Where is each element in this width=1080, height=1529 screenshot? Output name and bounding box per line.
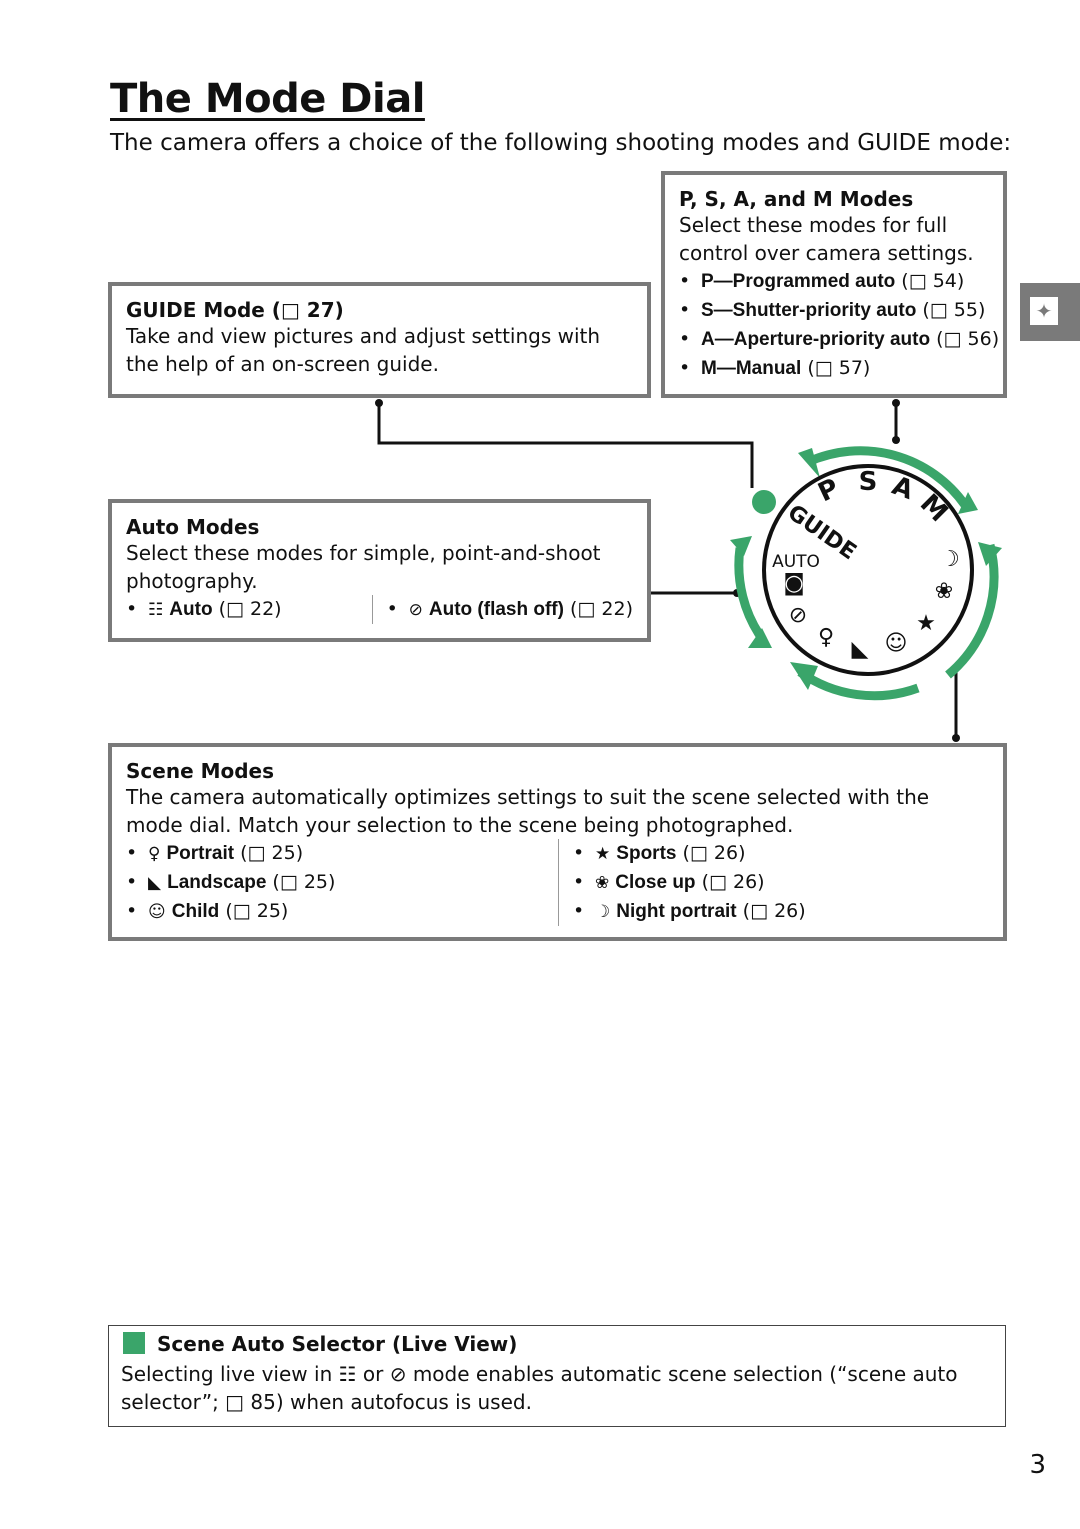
night-portrait-dial-icon: ☽ xyxy=(940,547,960,572)
section-tab: ✦ xyxy=(1020,283,1080,341)
scene-auto-note: Scene Auto Selector (Live View) Selectin… xyxy=(108,1325,1006,1427)
scene-heading: Scene Modes xyxy=(126,759,275,783)
portrait-dial-icon: ♀ xyxy=(818,625,834,650)
scene-modes-box: Scene Modes The camera automatically opt… xyxy=(108,743,1007,941)
scene-list-left: ♀ Portrait (□ 25) ◣ Landscape (□ 25) ☺ C… xyxy=(126,839,559,926)
flash-off-dial-icon: ⊘ xyxy=(789,603,807,628)
page-title: The Mode Dial xyxy=(110,76,425,122)
child-icon: ☺ xyxy=(148,902,166,922)
scene-arrow-bottom xyxy=(797,668,920,701)
list-item: M—Manual (□ 57) xyxy=(679,354,989,383)
guide-dot xyxy=(752,490,776,514)
psam-heading: P, S, A, and M Modes xyxy=(679,187,914,211)
sports-icon: ★ xyxy=(595,844,611,864)
sports-dial-icon: ★ xyxy=(916,611,936,636)
scene-list-right: ★ Sports (□ 26) ❀ Close up (□ 26) ☽ Nigh… xyxy=(559,839,806,926)
camera-icon: ◙ xyxy=(783,571,804,596)
mode-dial-diagram: P S A M GUIDE AUTO ◙ ⊘ ♀ ◣ ☺ ★ ❀ ☽ xyxy=(375,399,1002,742)
list-item: ☺ Child (□ 25) xyxy=(126,897,558,926)
scene-arrow-right xyxy=(945,543,999,679)
auto-list-right: ⊘ Auto (flash off) (□ 22) xyxy=(373,595,633,624)
camera-tab-icon: ✦ xyxy=(1030,297,1058,325)
night-portrait-icon: ☽ xyxy=(595,902,611,922)
scene-text: The camera automatically optimizes setti… xyxy=(126,785,930,837)
auto-heading: Auto Modes xyxy=(126,515,260,539)
page-number: 3 xyxy=(1029,1450,1046,1480)
close-up-icon: ❀ xyxy=(595,873,610,893)
close-up-dial-icon: ❀ xyxy=(935,579,953,604)
list-item: ◣ Landscape (□ 25) xyxy=(126,868,558,897)
guide-mode-box: GUIDE Mode (□ 27) Take and view pictures… xyxy=(108,282,651,398)
list-item: S—Shutter-priority auto (□ 55) xyxy=(679,296,989,325)
note-heading: Scene Auto Selector (Live View) xyxy=(157,1332,518,1356)
list-item: ☽ Night portrait (□ 26) xyxy=(573,897,806,926)
landscape-icon: ◣ xyxy=(148,873,162,893)
child-dial-icon: ☺ xyxy=(885,631,908,656)
mode-arrows xyxy=(734,446,999,701)
note-text: Selecting live view in ☷ or ⊘ mode enabl… xyxy=(121,1362,958,1414)
flash-off-icon: ⊘ xyxy=(408,600,423,620)
auto-text: Select these modes for simple, point-and… xyxy=(126,541,601,593)
intro-text: The camera offers a choice of the follow… xyxy=(110,130,1012,156)
list-item: P—Programmed auto (□ 54) xyxy=(679,267,989,296)
guide-mode-heading: GUIDE Mode (□ 27) xyxy=(126,298,344,322)
list-item: ★ Sports (□ 26) xyxy=(573,839,806,868)
psam-list: P—Programmed auto (□ 54) S—Shutter-prior… xyxy=(679,267,999,383)
dial-face xyxy=(762,464,974,676)
list-item: A—Aperture-priority auto (□ 56) xyxy=(679,325,999,354)
guide-mode-text: Take and view pictures and adjust settin… xyxy=(126,324,601,376)
portrait-icon: ♀ xyxy=(148,844,161,864)
psam-modes-box: P, S, A, and M Modes Select these modes … xyxy=(661,171,1007,398)
psam-arrow xyxy=(806,446,969,508)
list-item: ⊘ Auto (flash off) (□ 22) xyxy=(387,595,633,624)
list-item: ♀ Portrait (□ 25) xyxy=(126,839,558,868)
landscape-dial-icon: ◣ xyxy=(852,637,869,662)
guide-connector xyxy=(377,400,754,488)
list-item: ☷ Auto (□ 22) xyxy=(126,595,372,624)
auto-icon: ☷ xyxy=(148,600,164,620)
note-check-icon xyxy=(123,1332,145,1354)
connector-lines xyxy=(377,400,958,740)
auto-modes-box: Auto Modes Select these modes for simple… xyxy=(108,499,651,642)
list-item: ❀ Close up (□ 26) xyxy=(573,868,806,897)
psam-text: Select these modes for full control over… xyxy=(679,213,974,265)
dial-auto-label: AUTO xyxy=(772,552,820,572)
auto-arrow xyxy=(734,547,767,643)
auto-list-left: ☷ Auto (□ 22) xyxy=(126,595,373,624)
dial-letter-s: S xyxy=(859,467,878,497)
